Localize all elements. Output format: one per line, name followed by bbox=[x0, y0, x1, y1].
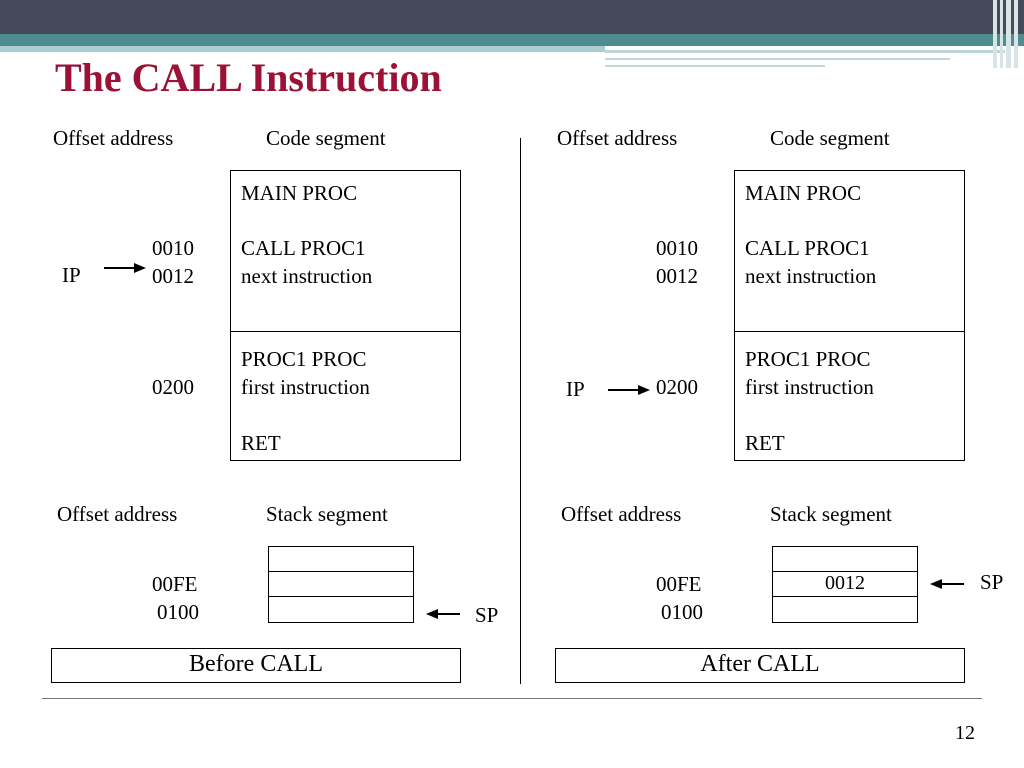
segment-divider bbox=[230, 331, 461, 332]
stack-cell bbox=[268, 596, 414, 623]
header-stripe bbox=[1014, 0, 1018, 68]
code-line: first instruction bbox=[745, 375, 874, 399]
sp-label: SP bbox=[475, 603, 499, 627]
offset-value: 0200 bbox=[152, 375, 194, 399]
code-segment-header: Code segment bbox=[266, 126, 386, 150]
sp-arrow-icon bbox=[426, 609, 460, 619]
header-bar-teal bbox=[0, 34, 1024, 46]
stack-segment-header: Stack segment bbox=[266, 502, 388, 526]
code-line: MAIN PROC bbox=[241, 181, 358, 205]
after-call-caption: After CALL bbox=[555, 648, 965, 683]
header-accent-line bbox=[605, 65, 825, 67]
stack-cell bbox=[772, 546, 918, 572]
code-line: RET bbox=[241, 431, 281, 455]
stack-offset-value: 00FE bbox=[152, 572, 198, 596]
ip-arrow-icon bbox=[104, 263, 146, 273]
header-bar-light bbox=[0, 46, 605, 52]
code-segment-box bbox=[230, 170, 461, 461]
panel-separator bbox=[520, 138, 521, 684]
offset-value: 0200 bbox=[656, 375, 698, 399]
ip-label: IP bbox=[566, 377, 585, 401]
stack-offset-value: 0100 bbox=[661, 600, 703, 624]
header-stripe bbox=[993, 0, 997, 68]
header-bar-dark bbox=[0, 0, 1024, 34]
offset-address-header: Offset address bbox=[557, 126, 678, 150]
stack-segment-header: Stack segment bbox=[770, 502, 892, 526]
stack-offset-value: 0100 bbox=[157, 600, 199, 624]
code-line: CALL PROC1 bbox=[745, 236, 870, 260]
offset-value: 0010 bbox=[656, 236, 698, 260]
stack-cell: 0012 bbox=[772, 571, 918, 597]
offset-value: 0010 bbox=[152, 236, 194, 260]
footer-rule bbox=[42, 698, 982, 699]
header-stripe bbox=[1000, 0, 1003, 68]
stack-cell bbox=[772, 596, 918, 623]
code-segment-box bbox=[734, 170, 965, 461]
before-call-caption: Before CALL bbox=[51, 648, 461, 683]
stack-cell bbox=[268, 571, 414, 597]
sp-label: SP bbox=[980, 570, 1004, 594]
offset-address-header: Offset address bbox=[561, 502, 682, 526]
code-line: next instruction bbox=[745, 264, 877, 288]
ip-arrow-icon bbox=[608, 385, 650, 395]
header-stripe bbox=[1006, 0, 1011, 68]
offset-address-header: Offset address bbox=[57, 502, 178, 526]
code-line: MAIN PROC bbox=[745, 181, 862, 205]
code-line: first instruction bbox=[241, 375, 370, 399]
segment-divider bbox=[734, 331, 965, 332]
stack-offset-value: 00FE bbox=[656, 572, 702, 596]
ip-label: IP bbox=[62, 263, 81, 287]
code-line: RET bbox=[745, 431, 785, 455]
code-line: PROC1 PROC bbox=[241, 347, 367, 371]
code-segment-header: Code segment bbox=[770, 126, 890, 150]
code-line: next instruction bbox=[241, 264, 373, 288]
slide-title: The CALL Instruction bbox=[55, 55, 442, 100]
sp-arrow-icon bbox=[930, 579, 964, 589]
stack-cell bbox=[268, 546, 414, 572]
header-accent-line bbox=[605, 58, 950, 60]
page-number: 12 bbox=[955, 722, 975, 744]
offset-value: 0012 bbox=[152, 264, 194, 288]
code-line: CALL PROC1 bbox=[241, 236, 366, 260]
offset-value: 0012 bbox=[656, 264, 698, 288]
offset-address-header: Offset address bbox=[53, 126, 174, 150]
header-accent-line bbox=[605, 50, 1005, 53]
code-line: PROC1 PROC bbox=[745, 347, 871, 371]
